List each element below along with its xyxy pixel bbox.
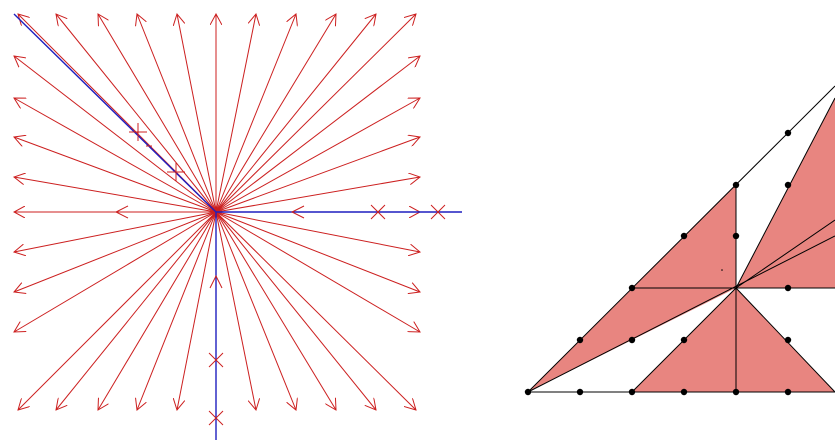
ray-7	[215, 14, 296, 213]
ray-3	[137, 14, 217, 213]
ray-19	[215, 56, 420, 213]
ray-6	[215, 14, 256, 213]
grid-dot-13	[732, 232, 740, 240]
grid-dot-8	[680, 336, 688, 344]
cross-marker-h1	[370, 204, 386, 220]
direction-chevrons	[114, 205, 305, 289]
ray-31	[177, 211, 217, 410]
ray-27	[18, 211, 217, 410]
ray-25	[215, 211, 420, 292]
ray-35	[215, 211, 376, 410]
edge-2	[527, 235, 835, 393]
grid-dot-0	[524, 388, 532, 396]
ray-10	[215, 14, 416, 213]
grid-dot-10	[628, 284, 636, 292]
plus-marker-d2	[167, 163, 185, 181]
ray-30	[137, 211, 217, 410]
chevron-left-inner	[290, 205, 305, 219]
ray-8	[215, 14, 336, 213]
ray-29	[98, 211, 217, 410]
blue-axes	[13, 13, 462, 440]
cross-marker-v2	[208, 410, 224, 426]
grid-dot-1	[576, 388, 584, 396]
blue-diagonal	[13, 13, 217, 213]
ray-26	[215, 211, 420, 332]
ray-12	[14, 98, 217, 213]
ray-9	[215, 14, 376, 213]
ray-24	[215, 211, 420, 252]
edge-8	[735, 219, 835, 289]
grid-dot-16	[784, 129, 792, 137]
ray-20	[215, 98, 420, 213]
grid-dot-9	[784, 336, 792, 344]
grid-dot-speck	[721, 269, 723, 271]
grid-dot-7	[628, 336, 636, 344]
ray-17	[14, 211, 217, 292]
ray-4	[177, 14, 217, 213]
shaded-triangles	[528, 98, 835, 392]
ray-28	[56, 211, 217, 410]
ray-21	[215, 137, 420, 213]
grid-dot-11	[784, 284, 792, 292]
ray-diagram-panel	[14, 14, 462, 440]
grid-dot-6	[576, 336, 584, 344]
grid-dot-12	[680, 232, 688, 240]
grid-dot-15	[784, 181, 792, 189]
ray-2	[98, 14, 217, 213]
grid-dot-2	[628, 388, 636, 396]
plus-marker-d1	[129, 123, 147, 141]
ray-13	[14, 137, 217, 213]
cross-marker-h2	[430, 204, 446, 220]
ray-fan	[14, 14, 420, 410]
ray-36	[215, 211, 416, 410]
chevron-left-outer	[114, 205, 129, 219]
grid-dots	[524, 129, 792, 396]
ray-18	[14, 211, 217, 332]
chevron-up	[209, 274, 223, 289]
cross-marker-v1	[208, 352, 224, 368]
triangle-subdivision-panel	[524, 85, 835, 396]
ray-16	[14, 211, 217, 252]
ray-34	[215, 211, 336, 410]
grid-dot-4	[732, 388, 740, 396]
grid-dot-14	[732, 181, 740, 189]
ray-1	[56, 14, 217, 213]
ray-22	[215, 177, 420, 213]
ray-33	[215, 211, 296, 410]
grid-dot-3	[680, 388, 688, 396]
edge-7	[735, 97, 835, 289]
ray-32	[215, 211, 256, 410]
grid-dot-5	[784, 388, 792, 396]
ray-11	[14, 56, 217, 213]
ray-14	[14, 177, 217, 213]
cross-markers	[129, 123, 446, 426]
